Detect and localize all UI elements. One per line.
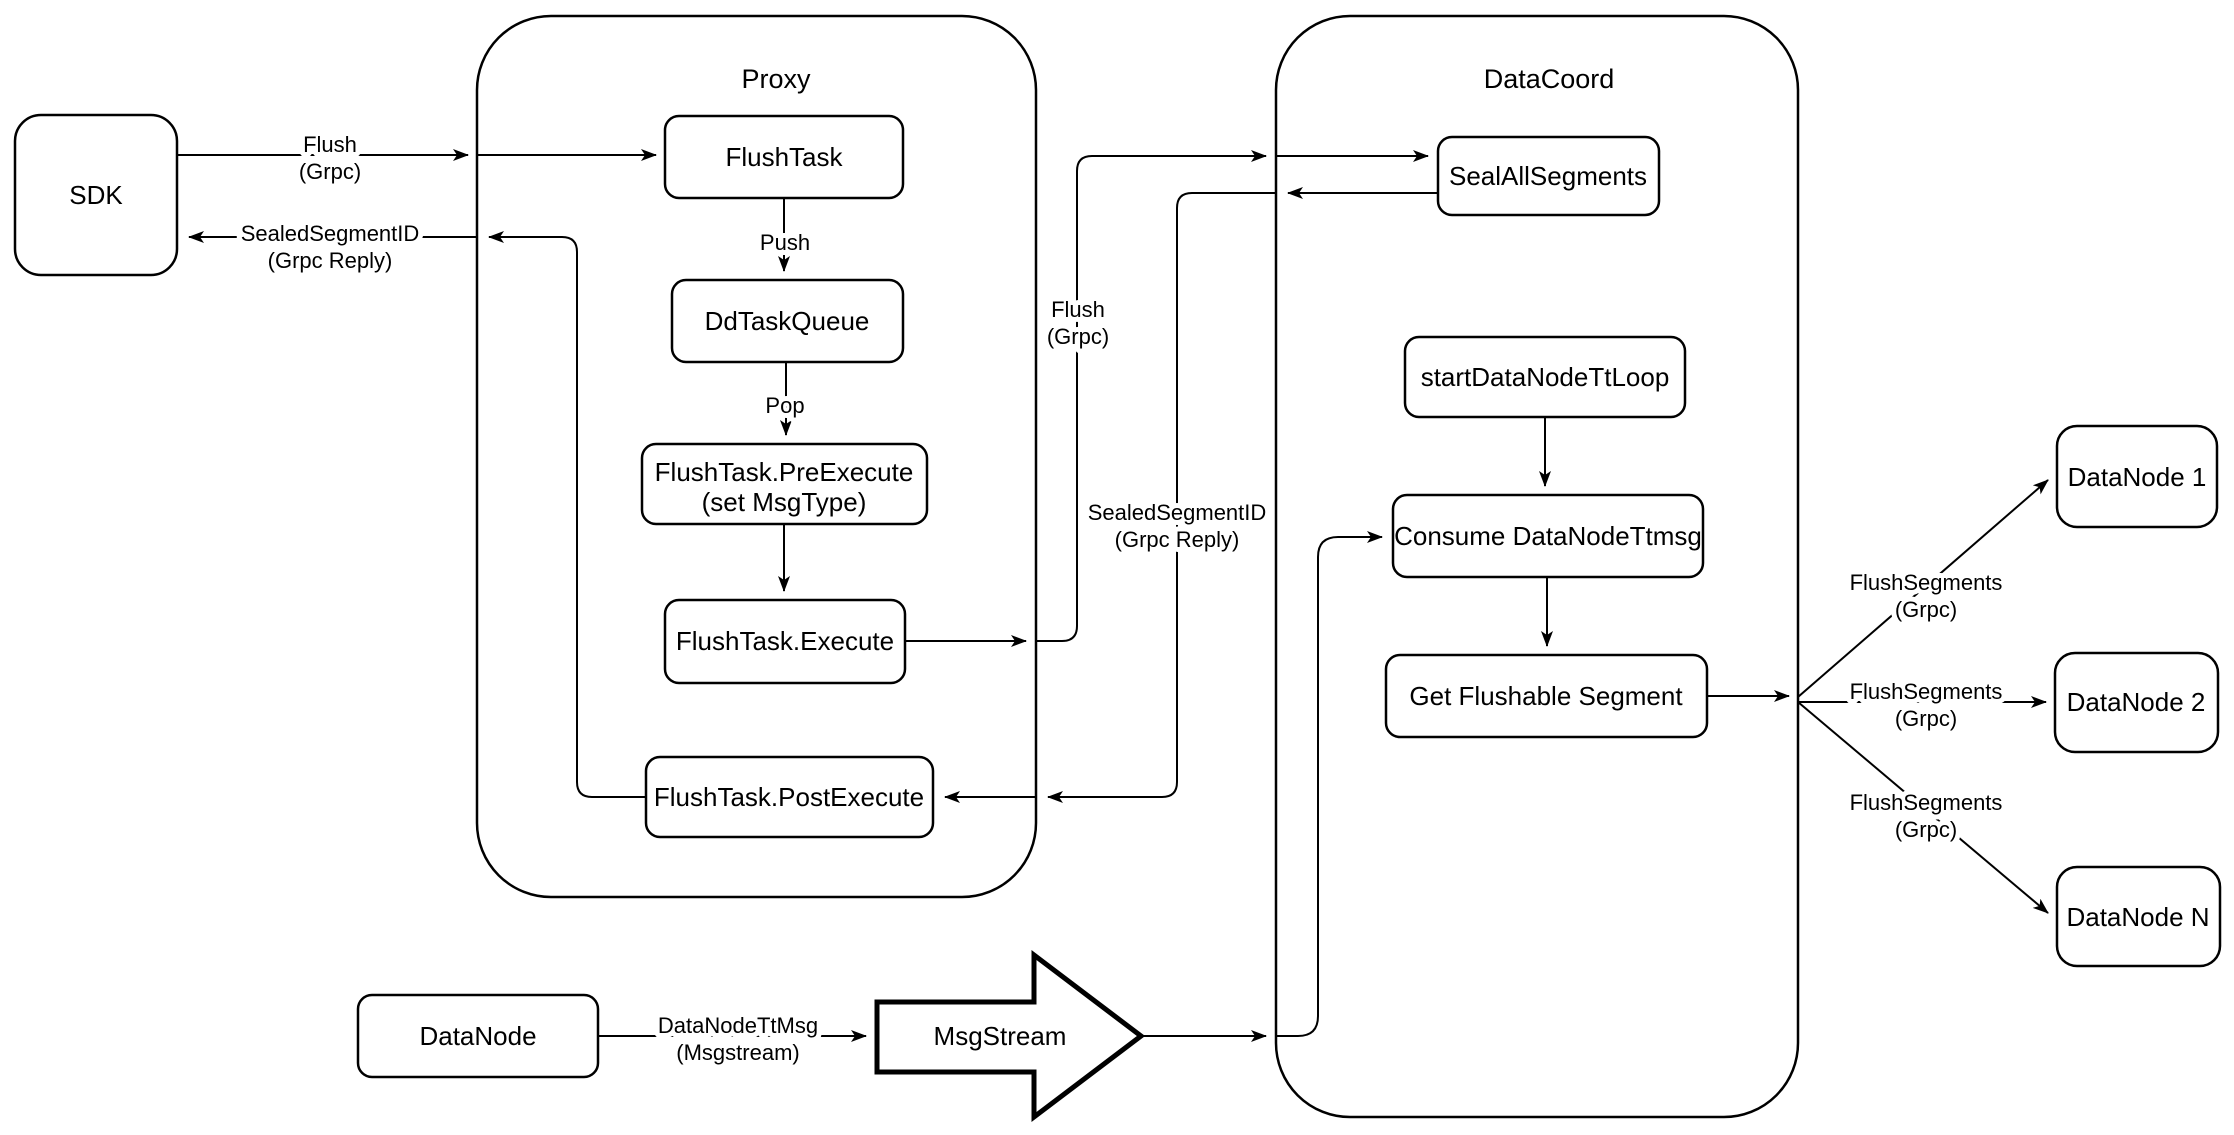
node-sealallsegments: SealAllSegments	[1436, 135, 1661, 217]
svg-text:MsgStream: MsgStream	[934, 1021, 1067, 1051]
svg-text:FlushSegments: FlushSegments	[1850, 679, 2003, 704]
svg-text:SealedSegmentID: SealedSegmentID	[241, 221, 420, 246]
edge-flushsegments-to-datanode1	[1797, 479, 2049, 698]
edge-label-sealedsegmentid-sdk: SealedSegmentID (Grpc Reply)	[236, 216, 425, 278]
node-ddtaskqueue: DdTaskQueue	[670, 278, 905, 364]
node-flushtask: FlushTask	[663, 114, 905, 200]
svg-text:FlushSegments: FlushSegments	[1850, 570, 2003, 595]
svg-text:DdTaskQueue: DdTaskQueue	[705, 306, 870, 336]
svg-text:SealAllSegments: SealAllSegments	[1449, 161, 1647, 191]
node-get-flushable-segment: Get Flushable Segment	[1384, 653, 1709, 739]
edge-postexecute-to-proxy-edge	[488, 231, 646, 798]
svg-text:FlushTask.PreExecute: FlushTask.PreExecute	[655, 457, 914, 487]
svg-text:SealedSegmentID: SealedSegmentID	[1088, 500, 1267, 525]
node-datanode-n: DataNode N	[2055, 865, 2222, 968]
svg-text:Get Flushable Segment: Get Flushable Segment	[1409, 681, 1683, 711]
edge-label-push: Push	[755, 225, 815, 260]
svg-text:(Grpc): (Grpc)	[1895, 817, 1957, 842]
svg-text:DataNodeTtMsg: DataNodeTtMsg	[658, 1013, 818, 1038]
svg-text:Flush: Flush	[303, 132, 357, 157]
node-datanode-1: DataNode 1	[2055, 424, 2219, 529]
edge-label-flushsegments-2: FlushSegments (Grpc)	[1845, 674, 2008, 736]
svg-text:DataNode 2: DataNode 2	[2067, 687, 2206, 717]
edge-label-flush-sdk: Flush (Grpc)	[294, 127, 366, 189]
edge-label-flushsegments-3: FlushSegments (Grpc)	[1845, 785, 2008, 847]
svg-text:(Grpc): (Grpc)	[1047, 324, 1109, 349]
proxy-container: Proxy	[475, 14, 1038, 899]
proxy-title: Proxy	[741, 64, 811, 94]
svg-text:Push: Push	[760, 230, 810, 255]
node-flushtask-execute: FlushTask.Execute	[663, 598, 907, 685]
edge-flush-riser	[1036, 150, 1267, 642]
svg-text:(Grpc Reply): (Grpc Reply)	[268, 248, 393, 273]
svg-text:startDataNodeTtLoop: startDataNodeTtLoop	[1421, 362, 1670, 392]
svg-text:(Grpc): (Grpc)	[1895, 706, 1957, 731]
svg-text:DataNode 1: DataNode 1	[2068, 462, 2207, 492]
svg-text:Pop: Pop	[765, 393, 804, 418]
node-flushtask-preexecute: FlushTask.PreExecute (set MsgType)	[640, 442, 929, 526]
svg-text:FlushTask.PostExecute: FlushTask.PostExecute	[654, 782, 924, 812]
edge-flushsegments-to-datanoden	[1797, 701, 2049, 914]
svg-text:(set MsgType): (set MsgType)	[702, 487, 867, 517]
edge-label-sealedsegmentid-proxy: SealedSegmentID (Grpc Reply)	[1083, 495, 1272, 557]
node-startdatanodettloop: startDataNodeTtLoop	[1403, 335, 1687, 419]
svg-text:(Grpc): (Grpc)	[1895, 597, 1957, 622]
svg-text:Consume DataNodeTtmsg: Consume DataNodeTtmsg	[1394, 521, 1702, 551]
datacoord-title: DataCoord	[1484, 64, 1615, 94]
node-flushtask-postexecute: FlushTask.PostExecute	[644, 755, 935, 839]
svg-text:FlushSegments: FlushSegments	[1850, 790, 2003, 815]
svg-text:FlushTask: FlushTask	[725, 142, 843, 172]
svg-text:DataNode N: DataNode N	[2066, 902, 2209, 932]
node-sdk: SDK	[13, 113, 179, 277]
svg-text:Flush: Flush	[1051, 297, 1105, 322]
edge-label-pop: Pop	[760, 388, 809, 423]
edge-label-flush-datacoord: Flush (Grpc)	[1042, 292, 1114, 354]
svg-text:(Grpc Reply): (Grpc Reply)	[1115, 527, 1240, 552]
datacoord-container: DataCoord	[1274, 14, 1800, 1119]
node-datanode: DataNode	[356, 993, 600, 1079]
edge-label-datanodettmsg: DataNodeTtMsg (Msgstream)	[653, 1008, 823, 1070]
edge-label-flushsegments-1: FlushSegments (Grpc)	[1845, 565, 2008, 627]
svg-text:(Grpc): (Grpc)	[299, 159, 361, 184]
edge-sealreply-riser	[1047, 192, 1276, 803]
svg-text:DataNode: DataNode	[419, 1021, 536, 1051]
svg-text:FlushTask.Execute: FlushTask.Execute	[676, 626, 894, 656]
node-datanode-2: DataNode 2	[2053, 651, 2220, 754]
svg-text:(Msgstream): (Msgstream)	[676, 1040, 799, 1065]
svg-text:SDK: SDK	[69, 180, 123, 210]
node-consume-datanodettmsg: Consume DataNodeTtmsg	[1391, 493, 1705, 579]
edge-msgstream-riser-to-consume	[1276, 531, 1383, 1037]
node-msgstream-block-arrow: MsgStream	[874, 949, 1146, 1123]
